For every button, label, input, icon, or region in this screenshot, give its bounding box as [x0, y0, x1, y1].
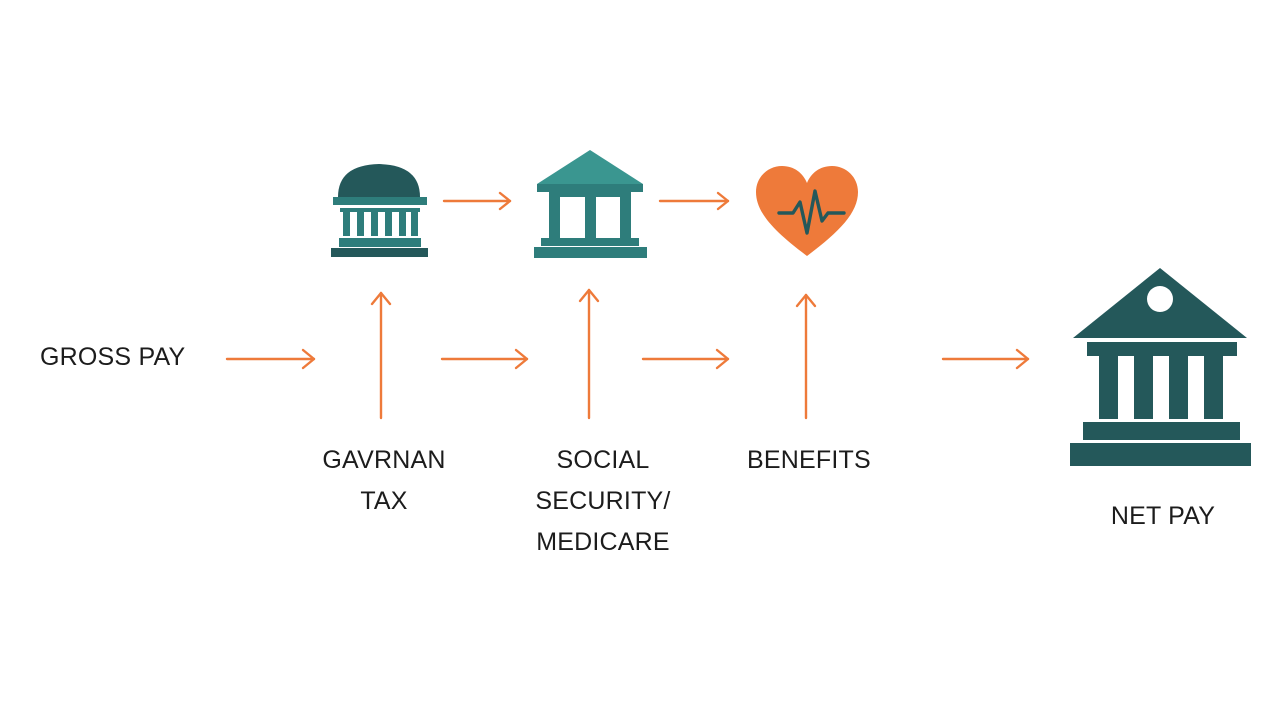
net-pay-label: NET PAY	[1111, 496, 1215, 537]
domed-building-icon	[331, 164, 428, 257]
benefits-label: BENEFITS	[747, 440, 871, 481]
arrow-gross-pay	[225, 348, 316, 370]
arrow-up-government-tax	[370, 291, 392, 420]
arrow-up-benefits	[795, 293, 817, 420]
benefits-text: BENEFITS	[747, 446, 871, 474]
government-tax-line-1: GAVRNAN	[322, 446, 446, 474]
arrow-middle-2	[641, 348, 730, 370]
government-tax-label: GAVRNAN TAX	[322, 440, 445, 522]
columned-building-icon	[534, 150, 647, 258]
net-pay-text: NET PAY	[1110, 502, 1216, 530]
government-tax-line-2: TAX	[360, 487, 408, 515]
arrow-middle-1	[440, 348, 529, 370]
social-security-line-1: SOCIAL	[556, 446, 650, 474]
social-security-label: SOCIAL SECURITY/ MEDICARE	[535, 440, 670, 563]
bank-building-icon	[1070, 268, 1251, 466]
arrow-to-net-pay	[941, 348, 1030, 370]
arrow-social-security-to-benefits	[658, 191, 730, 211]
gross-pay-label: GROSS PAY	[40, 337, 185, 378]
social-security-line-3: MEDICARE	[536, 528, 670, 556]
heart-pulse-icon	[756, 166, 858, 256]
arrow-up-social-security	[578, 288, 600, 420]
gross-pay-text: GROSS PAY	[40, 343, 186, 371]
arrow-tax-to-social-security	[442, 191, 512, 211]
social-security-line-2: SECURITY/	[535, 487, 671, 515]
